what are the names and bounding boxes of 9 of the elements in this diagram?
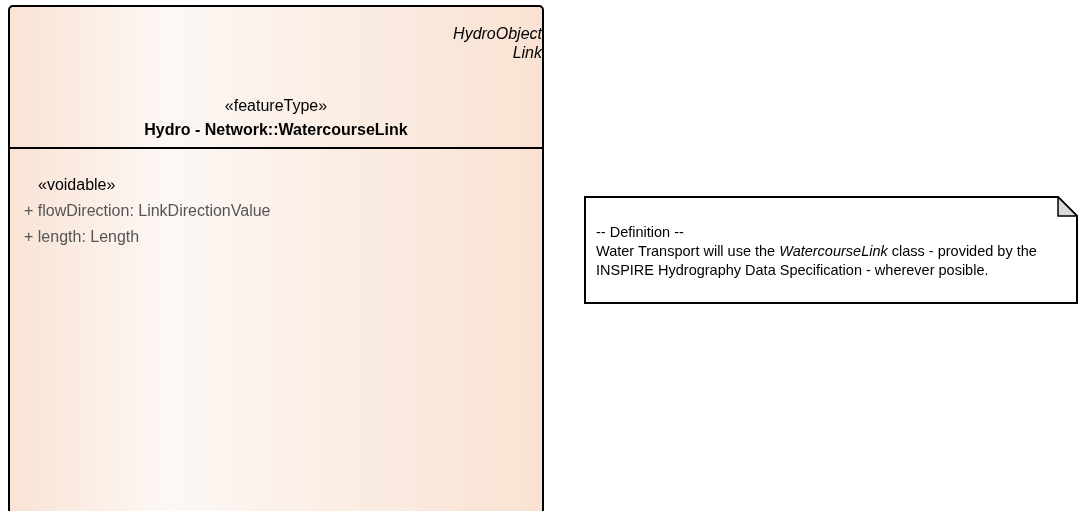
note-heading: -- Definition -- [596, 223, 685, 242]
stereotype-label: «voidable» [38, 175, 117, 194]
stereotype-label: «featureType» [223, 96, 329, 115]
attribute-text: + flowDirection: LinkDirectionValue [24, 201, 272, 220]
attribute-text: + length: Length [24, 227, 141, 246]
note-text: Water Transport will use the WatercourseLink class - provided by the INSPIRE Hydrography Data Specification - wherever posible. [596, 242, 1038, 280]
parent-class-name: HydroObject Link [452, 24, 542, 62]
class-box [8, 5, 544, 511]
class-name: Hydro - Network::WatercourseLink [143, 120, 409, 139]
